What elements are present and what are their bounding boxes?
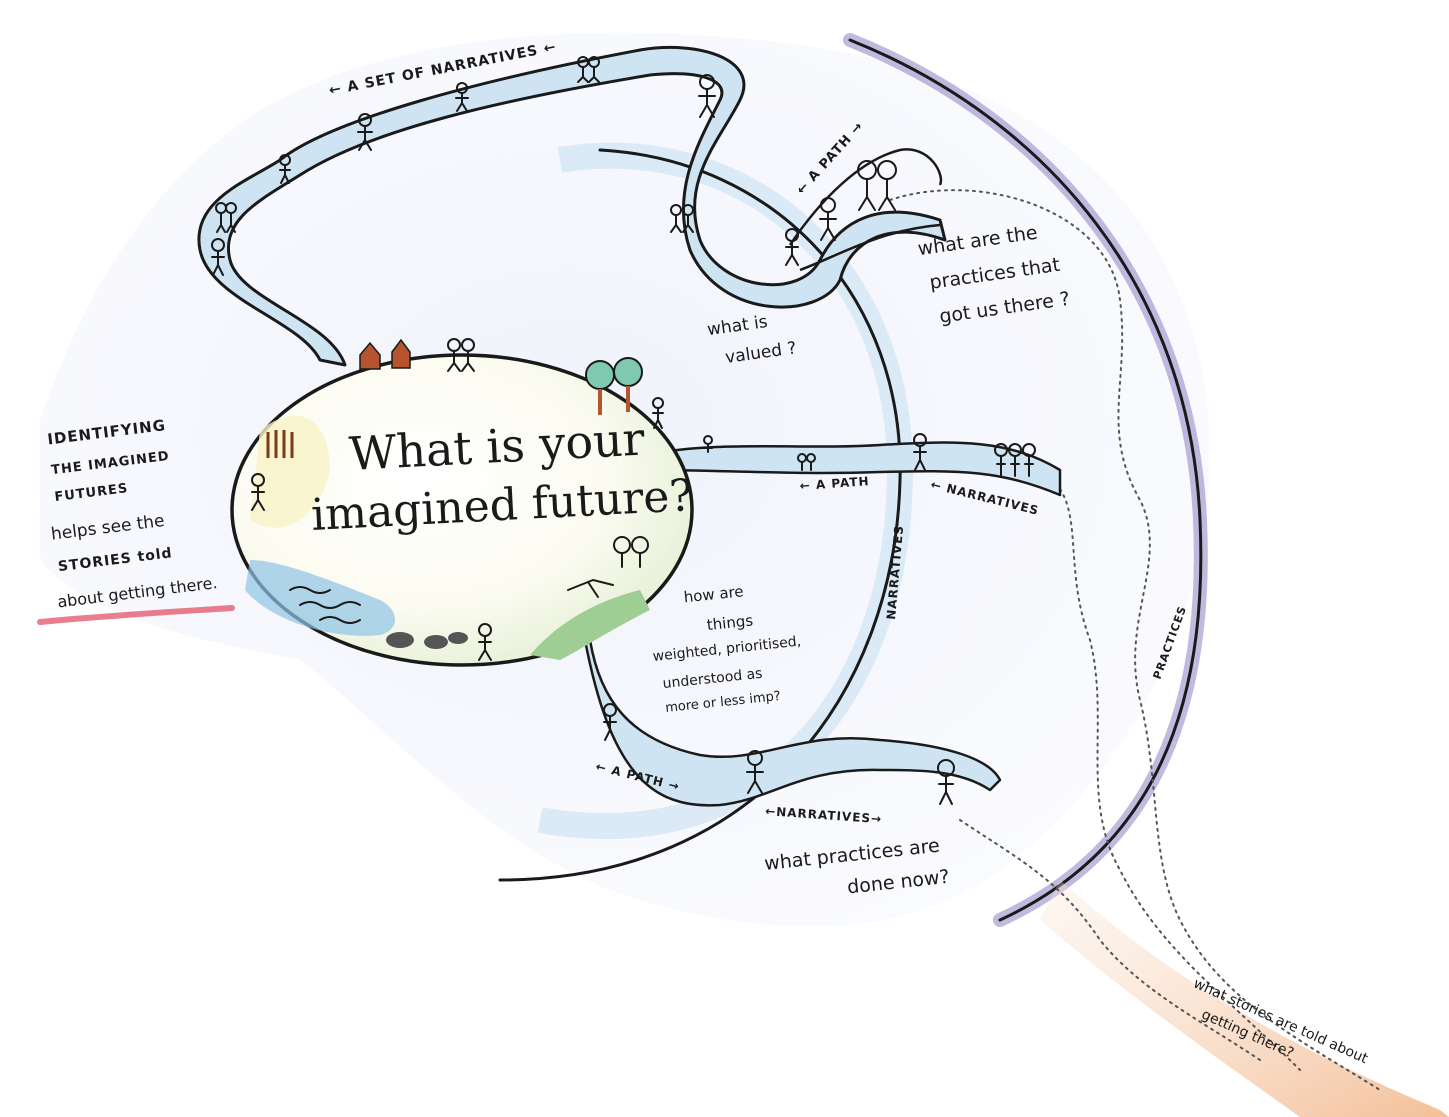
diagram-canvas: What is your imagined future? ← A SET OF… xyxy=(0,0,1449,1117)
brain-diagram: What is your imagined future? ← A SET OF… xyxy=(0,0,1449,1117)
